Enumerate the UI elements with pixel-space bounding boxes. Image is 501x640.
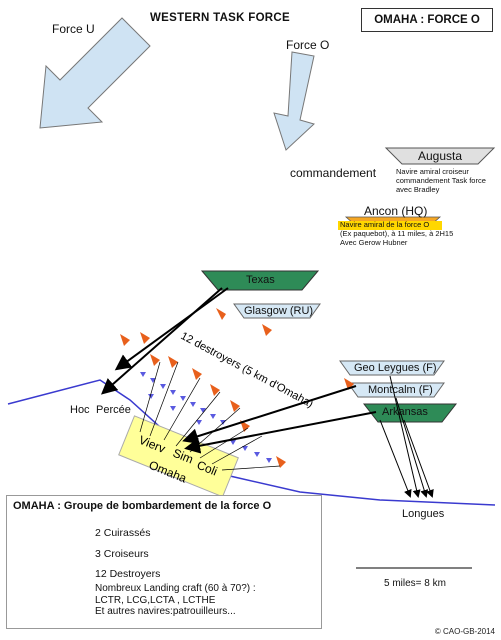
ancon-note-highlight [338,221,442,230]
geo-leygues-ship-icon [339,360,445,376]
augusta-label: Augusta [418,149,463,163]
legend: OMAHA : Groupe de bombardement de la for… [6,495,322,629]
credit: © CAO-GB-2014 [434,627,495,636]
montcalm-ship-icon [347,382,445,398]
landing-craft-icon [242,446,248,451]
landing-craft-icon [200,408,206,413]
landing-craft-icon [148,394,154,399]
destroyer-fire-lines [139,361,281,471]
force-o-arrow-icon [273,51,315,151]
percee-label: Percée [96,404,131,416]
destroyer-icon [120,334,130,346]
arkansas-label: Arkansas [382,406,428,418]
scale-label: 5 miles= 8 km [384,578,446,589]
augusta-ship-icon [384,147,496,165]
hoc-label: Hoc [70,404,90,416]
arkansas-ship-icon [362,403,458,423]
destroyer-icon [276,456,286,468]
longues-label: Longues [402,508,445,520]
texas-ship-icon [200,270,320,291]
landing-craft-icon [150,378,156,383]
destroyer-icon [168,356,178,368]
header-box: OMAHA : FORCE O [361,8,493,32]
destroyer-icon [262,324,272,336]
legend-croiseurs: 3 Croiseurs [95,548,149,560]
commandement-label: commandement [290,166,377,180]
destroyer-icon [150,354,160,366]
destroyer-icon [230,400,240,412]
landing-craft-icon [190,402,196,407]
landing-craft-icon [170,406,176,411]
glasgow-ship-icon [233,303,321,319]
landing-craft-icon [180,396,186,401]
coastline [7,379,496,506]
destroyers-label: 12 destroyers (5 km d'Omaha) [179,330,316,410]
destroyer-icon [210,384,220,396]
destroyer-icon [216,308,226,320]
landing-craft-icon [254,452,260,457]
legend-landing: Nombreux Landing craft (60 à 70?) : LCTR… [95,583,256,617]
glasgow-label: Glasgow (RU) [244,305,314,317]
destroyer-icon [140,332,150,344]
force-u-label: Force U [52,22,95,36]
page-title: WESTERN TASK FORCE [150,12,290,24]
ancon-note: Navire amiral de la force O (Ex paquebot… [340,220,454,247]
augusta-note: Navire amiral croiseur commandement Task… [396,167,486,194]
longues-fire-lines [379,375,434,498]
landing-craft-icon [140,372,146,377]
texas-label: Texas [246,274,275,286]
montcalm-label: Montcalm (F) [368,384,433,396]
landing-craft-icon [266,458,272,463]
landing-craft-icon [170,390,176,395]
destroyer-icon [344,378,354,390]
force-u-arrow-icon [39,17,151,129]
legend-cuirasses: 2 Cuirassés [95,527,151,539]
geo-leygues-label: Geo Leygues (F) [354,362,437,374]
landing-craft-icon [210,414,216,419]
landing-craft-group [140,372,272,463]
legend-destroyers: 12 Destroyers [95,568,161,580]
landing-craft-icon [196,420,202,425]
landing-craft-icon [230,440,236,445]
force-o-label: Force O [286,38,330,52]
legend-title: OMAHA : Groupe de bombardement de la for… [13,500,272,512]
destroyer-group [120,308,354,468]
landing-craft-icon [160,384,166,389]
ancon-label: Ancon (HQ) [364,204,428,218]
texas-fire-arrows [100,287,229,395]
destroyer-icon [192,368,202,380]
